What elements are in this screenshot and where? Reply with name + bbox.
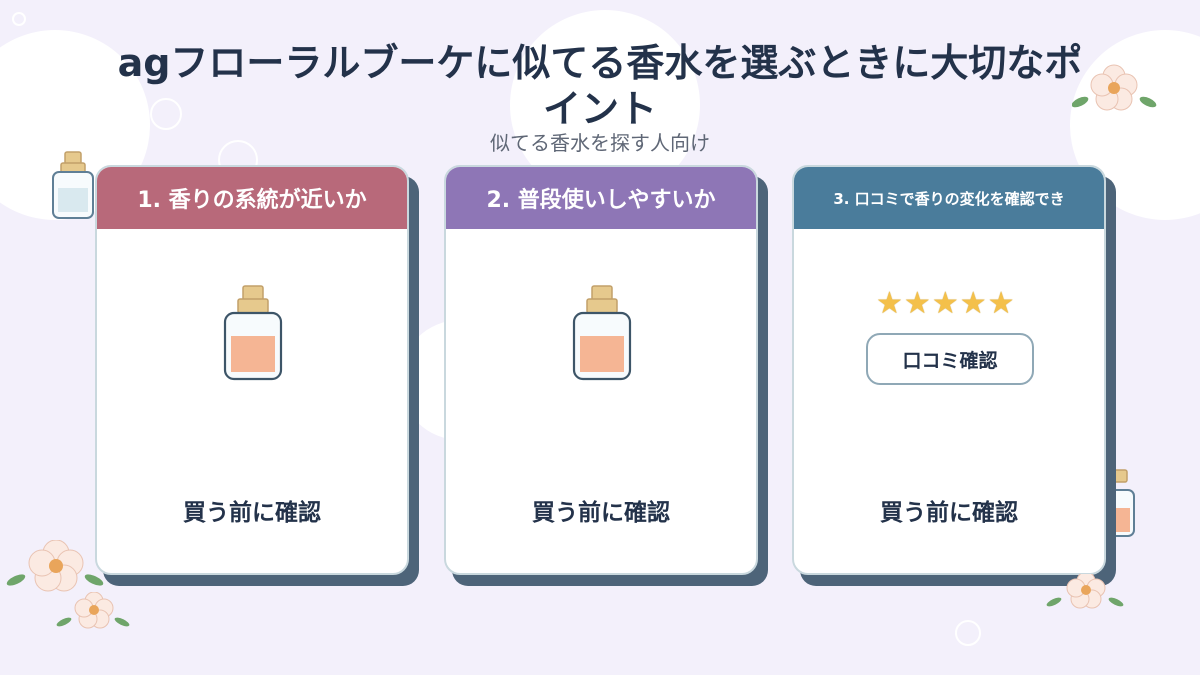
- background-bubble: [150, 98, 182, 130]
- star-icon: ★: [987, 286, 1015, 321]
- point-card-2: 2. 普段使いしやすいか 買う前に確認: [444, 165, 758, 575]
- perfume-bottle-icon: [52, 151, 94, 219]
- point-card-3: 3. 口コミで香りの変化を確認でき ★ ★ ★ ★ ★ 口コミ確認 買う前に確認: [792, 165, 1106, 575]
- card-header: 3. 口コミで香りの変化を確認でき: [794, 167, 1104, 229]
- background-bubble: [12, 12, 26, 26]
- star-icon: ★: [931, 286, 959, 321]
- page-subtitle: 似てる香水を探す人向け: [490, 131, 710, 155]
- card-header: 1. 香りの系統が近いか: [97, 167, 407, 229]
- rating-stars: ★ ★ ★ ★ ★: [876, 287, 1015, 321]
- perfume-bottle-icon: [572, 285, 632, 381]
- page-title: agフローラルブーケに似てる香水を選ぶときに大切なポイント: [117, 41, 1083, 131]
- review-check-badge: 口コミ確認: [866, 333, 1034, 385]
- flower-icon: [1072, 64, 1157, 111]
- flower-icon: [6, 540, 104, 592]
- card-footer: 買う前に確認: [880, 500, 1018, 526]
- background-bubble: [955, 620, 981, 646]
- perfume-bottle-icon: [223, 285, 283, 381]
- point-card-1: 1. 香りの系統が近いか 買う前に確認: [95, 165, 409, 575]
- card-footer: 買う前に確認: [532, 500, 670, 526]
- flower-icon: [56, 592, 130, 629]
- card-header: 2. 普段使いしやすいか: [446, 167, 756, 229]
- star-icon: ★: [959, 286, 987, 321]
- card-footer: 買う前に確認: [183, 500, 321, 526]
- star-icon: ★: [876, 286, 903, 321]
- flower-icon: [1046, 574, 1124, 609]
- star-icon: ★: [903, 286, 931, 321]
